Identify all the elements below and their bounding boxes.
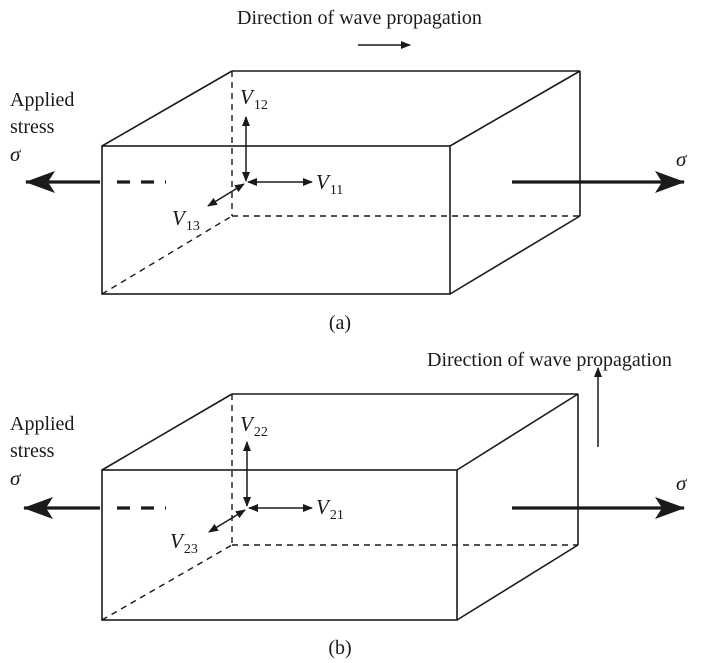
box-front-face-a [101, 145, 451, 295]
box-top-left-edge-a [101, 70, 233, 147]
v-right-label-b: V21 [316, 495, 344, 523]
sigma-right-b: σ [676, 471, 688, 495]
box-top-right-edge-a [449, 70, 581, 147]
box-top-left-edge-b [101, 393, 233, 471]
stress-label-a: stress [10, 116, 55, 138]
v-up-label-b: V22 [240, 412, 268, 440]
box-a [101, 70, 581, 295]
box-bottom-right-edge-b [456, 544, 579, 621]
stress-label-b: stress [10, 440, 55, 462]
panel-b: Direction of wave propagation Applied st… [10, 349, 688, 659]
box-top-right-edge-b [456, 393, 579, 471]
box-bottom-right-edge-a [449, 215, 581, 295]
v-diag-arrow-a-top [225, 183, 245, 196]
sigma-left-b: σ [10, 466, 22, 490]
box-hidden-diagonal-a [101, 215, 233, 295]
panel-a: Direction of wave propagation Applied st… [10, 7, 688, 334]
sigma-left-a: σ [10, 142, 22, 166]
v-diag-label-b: V23 [170, 529, 198, 557]
v-diag-arrow-b-bottom [208, 520, 228, 533]
v-right-label-a: V11 [316, 170, 343, 198]
sigma-right-a: σ [676, 147, 688, 171]
wave-direction-label-b: Direction of wave propagation [427, 349, 672, 371]
caption-a: (a) [329, 312, 351, 334]
v-diag-arrow-a-bottom [207, 194, 227, 207]
wave-direction-label-a: Direction of wave propagation [237, 7, 482, 29]
caption-b: (b) [328, 637, 351, 659]
applied-label-a: Applied [10, 89, 74, 111]
v-up-label-a: V12 [240, 85, 268, 113]
box-hidden-diagonal-b [101, 544, 233, 621]
v-diag-label-a: V13 [172, 206, 200, 234]
box-b [101, 393, 579, 621]
applied-label-b: Applied [10, 413, 74, 435]
v-diag-arrow-b-top [226, 509, 246, 522]
